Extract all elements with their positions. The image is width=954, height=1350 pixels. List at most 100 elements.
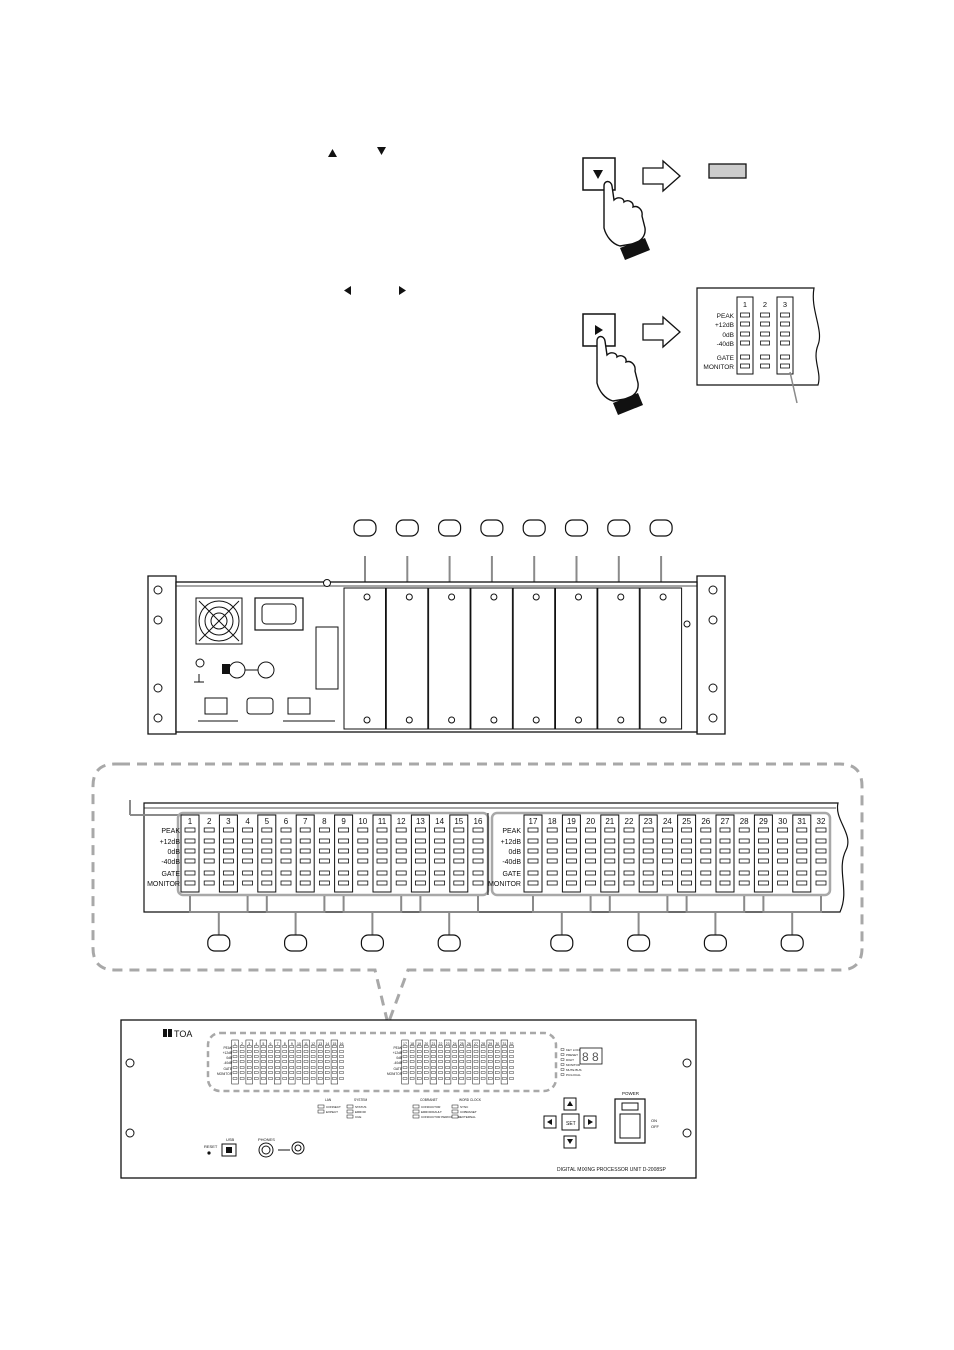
meter-led (445, 1050, 450, 1053)
meter-led (700, 838, 712, 844)
meter-led (310, 1060, 316, 1063)
meter-led (402, 1071, 408, 1074)
meter-led (740, 321, 750, 327)
meter-led (395, 870, 407, 876)
front-meter-highlight (206, 1031, 558, 1093)
meter-led (780, 340, 790, 346)
channel-frame (600, 814, 620, 893)
channel-frame (302, 1039, 310, 1085)
ground-screw-icon (195, 658, 205, 668)
meter-led (473, 1060, 479, 1063)
meter-led (431, 1055, 436, 1058)
led-label: CONDUCTOR PERFORMER (421, 1115, 461, 1119)
meter-led (473, 1077, 479, 1080)
meter-led (289, 1060, 294, 1063)
inset-panel-frame (696, 287, 820, 386)
meter-led (466, 1071, 472, 1074)
meter-label: PEAK (717, 313, 735, 320)
channel-number: 7 (303, 817, 308, 826)
meter-led (445, 1071, 450, 1074)
meter-led (402, 1077, 408, 1080)
rack-ear-right (696, 575, 726, 735)
slot-screw-icon (683, 620, 691, 628)
svg-text:8: 8 (582, 1050, 589, 1064)
meter-led (488, 1050, 493, 1053)
channel-frame (316, 1039, 324, 1085)
meter-led (303, 1050, 309, 1053)
meter-led (453, 870, 465, 876)
meter-led (623, 827, 635, 833)
meter-led (376, 838, 388, 844)
meter-led (662, 870, 673, 876)
slot-screw-icon (617, 716, 625, 724)
meter-led (232, 1055, 238, 1058)
meter-led (760, 363, 770, 369)
meter-led (480, 1050, 486, 1053)
meter-led (604, 880, 616, 886)
channel-number: 20 (424, 1042, 428, 1046)
meter-led (758, 827, 769, 833)
channel-number: 23 (644, 817, 653, 826)
meter-label: 0dB (396, 1056, 402, 1060)
channel-number: 2 (241, 1042, 243, 1046)
expansion-slot (385, 587, 429, 730)
meter-led (203, 827, 215, 833)
channel-number: 8 (284, 1042, 286, 1046)
meter-led (642, 848, 654, 854)
meter-led (509, 1055, 514, 1058)
meter-led (332, 1066, 337, 1069)
meter-led (815, 827, 827, 833)
meter-led (254, 1071, 259, 1074)
reset-label: RESET (204, 1144, 218, 1149)
meter-led (254, 1055, 259, 1058)
callout-line (789, 371, 798, 404)
meter-led (459, 1066, 464, 1069)
meter-led (719, 880, 731, 886)
channel-number: 31 (502, 1042, 506, 1046)
slot-screw-icon (490, 716, 498, 724)
meter-led (282, 1050, 287, 1053)
channel-frame (330, 1039, 338, 1085)
channel-frame (245, 1039, 253, 1085)
channel-number: 12 (311, 1042, 315, 1046)
meter-led (438, 1045, 443, 1048)
meter-led (642, 870, 654, 876)
meter-led (452, 1055, 457, 1058)
meter-led (760, 340, 770, 346)
meter-label: -40dB (223, 1061, 232, 1065)
meter-led (299, 870, 311, 876)
slot-callout-circle (649, 519, 673, 537)
meter-led (318, 870, 330, 876)
meter-label: +12dB (223, 1051, 232, 1055)
meter-led (466, 1055, 472, 1058)
meter-led (261, 1050, 266, 1053)
power-label: POWER (622, 1091, 640, 1096)
channel-frame (218, 814, 238, 893)
meter-label: PEAK (161, 828, 180, 835)
meter-led (585, 848, 596, 854)
meter-led (480, 1055, 486, 1058)
meter-led (299, 838, 311, 844)
group-callout-circle (550, 934, 574, 952)
channel-frame (458, 1039, 466, 1085)
slot-callout-circle (395, 519, 419, 537)
meter-led (472, 838, 484, 844)
meter-led (566, 827, 577, 833)
meter-led (339, 1045, 344, 1048)
channel-frame (753, 814, 773, 893)
meter-label: MONITOR (387, 1072, 403, 1076)
meter-led (254, 1050, 259, 1053)
meter-led (681, 870, 692, 876)
meter-led (318, 1050, 323, 1053)
meter-led (472, 858, 484, 864)
led-group-title: SYSTEM (354, 1098, 367, 1102)
meter-led (509, 1077, 514, 1080)
meter-led (417, 1066, 422, 1069)
meter-led (459, 1077, 464, 1080)
meter-led (275, 1050, 280, 1053)
meter-led (246, 1045, 252, 1048)
meter-led (700, 848, 712, 854)
meter-led (642, 838, 654, 844)
meter-led (203, 870, 215, 876)
meter-led (740, 331, 750, 337)
